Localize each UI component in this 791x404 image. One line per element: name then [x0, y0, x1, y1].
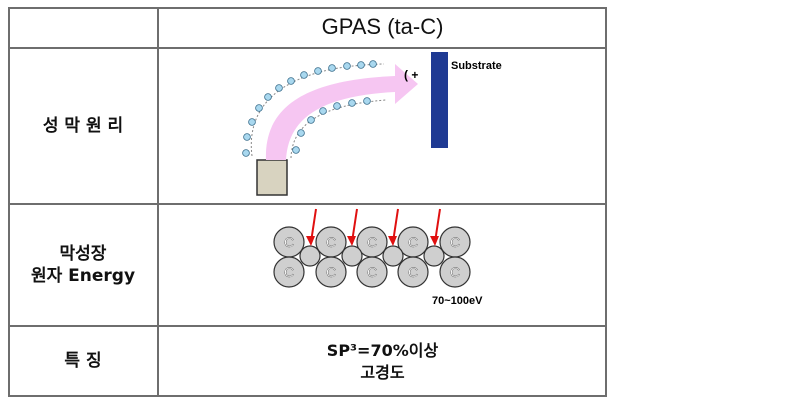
- comparison-table: GPAS (ta-C) 성 막 원 리 막성장 원자 Energy 특 징 SP…: [8, 7, 607, 397]
- carbon-atom-label: C: [450, 264, 460, 280]
- substrate: [431, 52, 448, 148]
- carbon-atom-label: C: [367, 264, 377, 280]
- carbon-atom: [299, 245, 321, 267]
- charge-indicator: ( +: [404, 68, 418, 82]
- carbon-atom: [341, 245, 363, 267]
- carbon-atom-label: C: [326, 264, 336, 280]
- ion-particle: [287, 77, 295, 85]
- ion-particle: [357, 61, 365, 69]
- table-border-right: [605, 7, 607, 397]
- column-divider: [157, 7, 159, 397]
- impact-arrowhead: [388, 236, 397, 246]
- impact-arrowhead: [306, 236, 315, 246]
- energy-label: 70~100eV: [432, 295, 483, 307]
- row-label-energy-line2: 원자 Energy: [30, 266, 136, 286]
- row-label-feature: 특 징: [8, 327, 158, 395]
- ion-particle: [343, 62, 351, 70]
- table-border-left: [8, 7, 10, 397]
- substrate-label: Substrate: [451, 60, 502, 72]
- row-divider-energy: [8, 325, 607, 327]
- row-divider-principle: [8, 203, 607, 205]
- ion-particle: [369, 60, 377, 68]
- plasma-source: [256, 159, 288, 196]
- row-divider-header: [8, 47, 607, 49]
- ion-particle: [242, 149, 250, 157]
- ion-particle: [348, 99, 356, 107]
- ion-particle: [292, 146, 300, 154]
- row-label-principle: 성 막 원 리: [8, 49, 158, 203]
- ion-particle: [300, 71, 308, 79]
- carbon-atom: [397, 256, 429, 288]
- carbon-atom-label: C: [284, 234, 294, 250]
- row-label-energy: 막성장 원자 Energy: [8, 205, 158, 325]
- impact-arrowhead: [347, 236, 356, 246]
- row-label-energy-line1: 막성장: [59, 244, 107, 264]
- carbon-atom: [382, 245, 404, 267]
- ion-particle: [248, 118, 256, 126]
- carbon-atom-label: C: [326, 234, 336, 250]
- ion-particle: [333, 102, 341, 110]
- carbon-atom-label: C: [284, 264, 294, 280]
- ion-particle: [243, 133, 251, 141]
- ion-particle: [275, 84, 283, 92]
- table-border-top: [8, 7, 607, 9]
- feature-cell: SP³=70%이상 고경도: [158, 327, 607, 397]
- carbon-atom: [273, 256, 305, 288]
- carbon-atom-label: C: [408, 264, 418, 280]
- carbon-atom-label: C: [367, 234, 377, 250]
- carbon-atom-label: C: [408, 234, 418, 250]
- impact-arrows: [306, 208, 441, 246]
- ion-particle: [319, 107, 327, 115]
- carbon-atom: [439, 256, 471, 288]
- deposition-diagram: ( + Substrate: [242, 52, 502, 196]
- ion-particle: [314, 67, 322, 75]
- feature-sp3: SP³=70%이상: [326, 341, 439, 360]
- row-label-principle-text: 성 막 원 리: [42, 116, 124, 136]
- ion-particles: [242, 60, 377, 157]
- impact-arrowhead: [430, 236, 439, 246]
- ion-particle: [297, 129, 305, 137]
- carbon-atom-label: C: [450, 234, 460, 250]
- row-label-feature-text: 특 징: [64, 351, 102, 371]
- ion-particle: [307, 116, 315, 124]
- ion-particle: [328, 64, 336, 72]
- ion-particle: [264, 93, 272, 101]
- table-border-bottom: [8, 395, 607, 397]
- carbon-atom: [315, 256, 347, 288]
- header-title: GPAS (ta-C): [321, 14, 444, 39]
- ion-particle: [363, 97, 371, 105]
- plasma-beam-arrow: [265, 64, 418, 160]
- carbon-atom: [356, 256, 388, 288]
- feature-hardness: 고경도: [360, 363, 405, 382]
- ion-particle: [255, 104, 263, 112]
- carbon-atom: [423, 245, 445, 267]
